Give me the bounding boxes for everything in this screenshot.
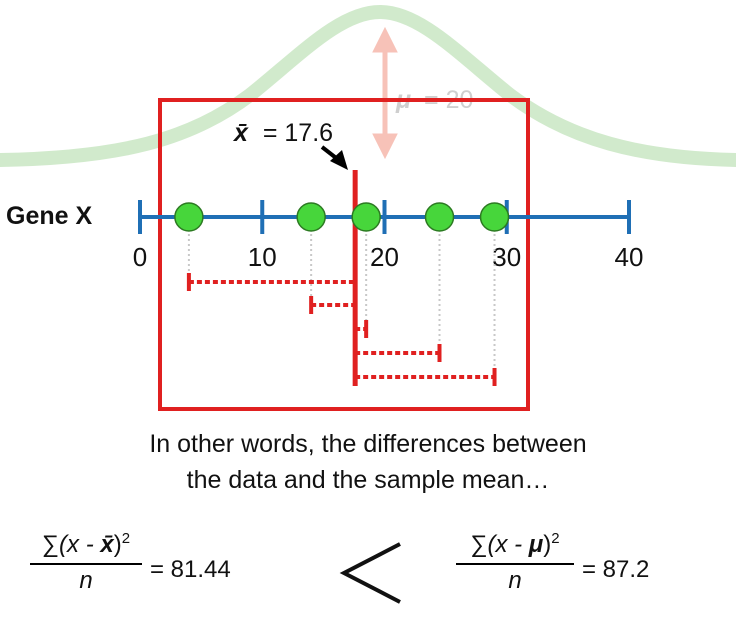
data-points: [174, 202, 510, 232]
data-point: [296, 202, 326, 232]
numerator-open: (x -: [59, 531, 101, 558]
formula-left-numerator: ∑(x - x̄)2: [30, 530, 142, 559]
axis-tick-label: 30: [492, 242, 521, 272]
axis-tick-label: 10: [248, 242, 277, 272]
caption-line-2: the data and the sample mean…: [186, 466, 550, 494]
caption-line-1: In other words, the differences between: [149, 430, 587, 458]
numerator-exponent: 2: [121, 530, 131, 547]
sum-symbol: ∑: [41, 531, 60, 558]
axis-ticks: [138, 200, 631, 234]
population-mean-arrow: [372, 26, 398, 160]
axis-tick-labels: 0 10 20 30 40: [133, 242, 644, 272]
sum-symbol: ∑: [470, 531, 488, 558]
gene-label: Gene X: [6, 202, 92, 230]
sample-mean-pointer-arrow: [320, 145, 348, 170]
axis-tick-label: 0: [133, 242, 147, 272]
data-point: [424, 202, 455, 232]
formula-left-denominator: n: [79, 567, 93, 594]
numerator-close: ): [113, 531, 122, 558]
data-point: [174, 202, 204, 232]
data-point: [351, 202, 381, 232]
sample-mean-label: x̄ = 17.6: [232, 119, 333, 147]
numerator-close: ): [543, 531, 552, 558]
fraction-bar: [30, 563, 142, 565]
numerator-exponent: 2: [551, 530, 560, 547]
data-point: [479, 202, 510, 232]
fraction-bar: [456, 563, 574, 565]
distribution-curve: [0, 4, 736, 167]
axis-tick-label: 40: [615, 242, 644, 272]
numerator-mean-symbol: μ: [528, 531, 544, 558]
numerator-mean-symbol: x̄: [100, 531, 114, 558]
caption: In other words, the differences between …: [0, 426, 736, 498]
formula-right-result: = 87.2: [582, 556, 650, 583]
less-than-symbol: <: [338, 540, 404, 606]
formula-left-result: = 81.44: [150, 556, 231, 583]
formula-right-denominator: n: [508, 567, 522, 594]
formula-right-numerator: ∑(x - μ)2: [456, 530, 574, 559]
residual-bars: [186, 273, 497, 386]
axis-tick-label: 20: [370, 242, 399, 272]
highlight-box: [158, 98, 530, 411]
drop-lines: [187, 229, 496, 377]
numerator-open: (x -: [487, 531, 529, 558]
